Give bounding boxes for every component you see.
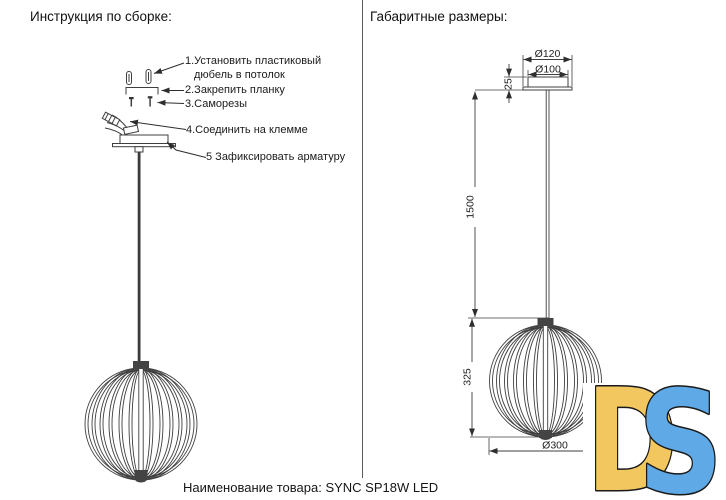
extension-lines bbox=[468, 55, 573, 455]
mounting-bar bbox=[125, 87, 159, 95]
logo-letter-d: D bbox=[586, 383, 678, 500]
screw-right bbox=[147, 96, 153, 107]
lamp-assembly-drawing bbox=[84, 62, 207, 483]
logo-background bbox=[583, 383, 726, 500]
dim-canopy-plate-diameter: Ø120 bbox=[535, 48, 561, 60]
logo-letter-s: S bbox=[638, 383, 723, 500]
dim-shade-height: 325 bbox=[462, 368, 474, 386]
canopy bbox=[119, 134, 169, 145]
screw-left bbox=[129, 97, 134, 107]
cage-sphere bbox=[489, 318, 602, 440]
pendant-rod bbox=[137, 152, 141, 362]
rod-socket bbox=[134, 146, 144, 153]
dowel-right bbox=[145, 69, 152, 84]
ds-logo: D S bbox=[583, 383, 726, 500]
sphere-bottom-connector bbox=[539, 430, 552, 438]
canopy-side bbox=[527, 76, 569, 88]
dim-shade-diameter: Ø300 bbox=[542, 440, 568, 452]
cage-sphere bbox=[84, 361, 198, 483]
step-2-label: 2.Закрепить планку bbox=[185, 84, 285, 96]
pendant-rod bbox=[545, 89, 550, 319]
lamp-dimension-drawing bbox=[462, 55, 602, 455]
dimensions-figure: Ø120 Ø100 25 1500 325 Ø300 bbox=[462, 48, 602, 455]
terminal-block bbox=[122, 124, 140, 135]
assembly-title: Инструкция по сборке: bbox=[30, 9, 172, 24]
sphere-top-connector bbox=[537, 318, 554, 326]
canopy-flange bbox=[112, 143, 176, 148]
step-5-label: 5 Зафиксировать арматуру bbox=[206, 151, 346, 163]
terminal-clamp bbox=[101, 111, 121, 127]
dowel-left bbox=[126, 71, 132, 85]
leader-lines bbox=[129, 62, 207, 158]
sphere-top-connector bbox=[133, 361, 149, 369]
dim-canopy-height: 25 bbox=[503, 78, 515, 90]
dim-suspension-length: 1500 bbox=[465, 195, 477, 219]
step-4-label: 4.Соединить на клемме bbox=[186, 123, 308, 136]
step-3-label: 3.Саморезы bbox=[185, 97, 247, 110]
dim-canopy-diameter: Ø100 bbox=[535, 64, 561, 76]
product-name: Наименование товара: SYNC SP18W LED bbox=[183, 480, 439, 495]
dimensions-title: Габаритные размеры: bbox=[370, 9, 508, 24]
panel-divider bbox=[362, 0, 363, 478]
sphere-bottom-connector bbox=[134, 470, 148, 479]
step-1-label: 1.Установить пластиковый дюбель в потоло… bbox=[185, 55, 322, 81]
assembly-figure bbox=[84, 62, 207, 483]
